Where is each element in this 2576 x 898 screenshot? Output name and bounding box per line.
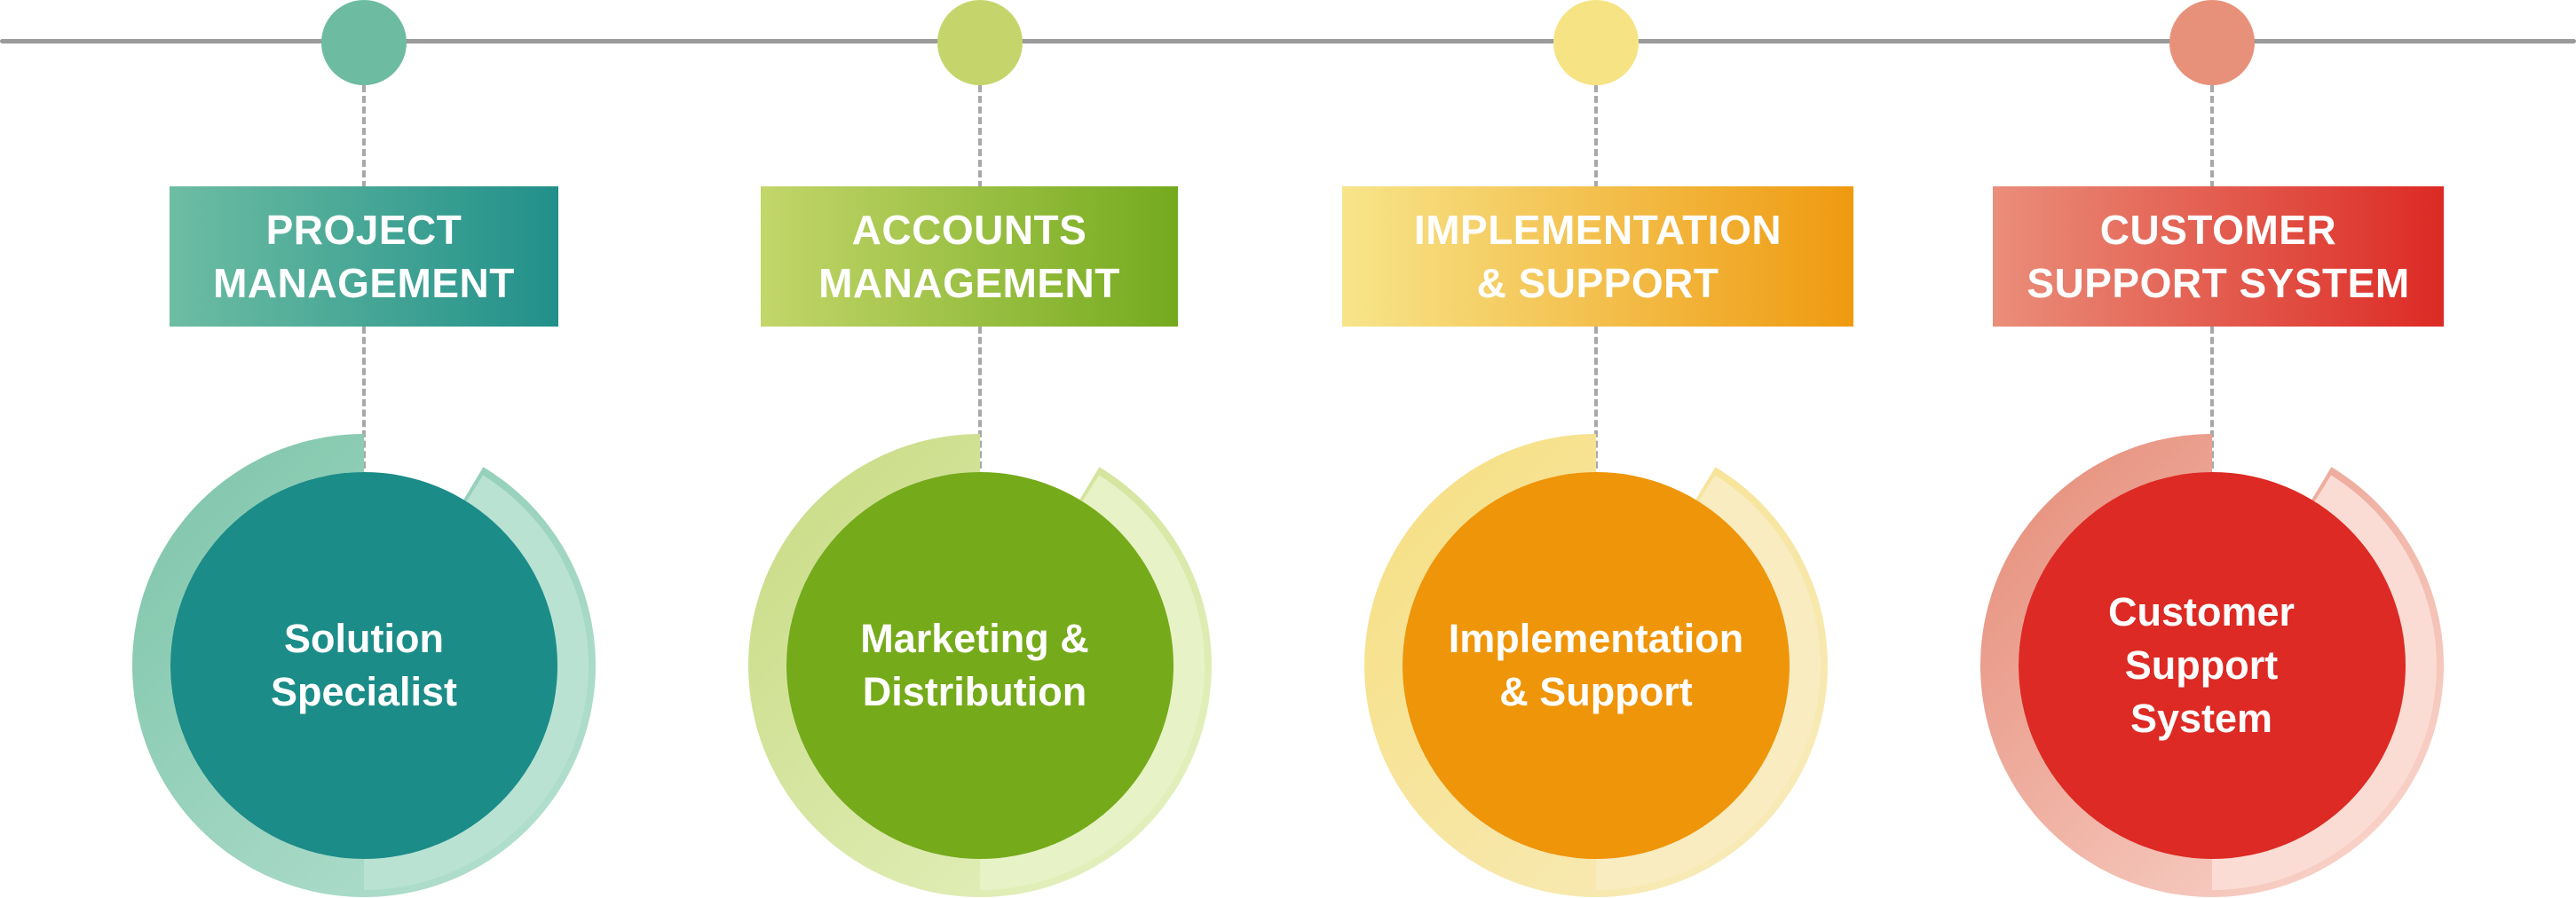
connector-dashed-line	[978, 327, 982, 469]
outer-ring-segment	[1596, 475, 1821, 891]
stage-header-text: ACCOUNTS MANAGEMENT	[818, 207, 1120, 306]
stage-header-text: PROJECT MANAGEMENT	[213, 207, 515, 306]
circle-label: Customer Support System	[2107, 589, 2295, 741]
stage-header: IMPLEMENTATION & SUPPORT	[1342, 186, 1853, 327]
outer-ring-segment	[980, 475, 1205, 891]
inner-circle	[786, 472, 1173, 859]
inner-circle	[170, 472, 557, 859]
outer-ring-segment	[364, 475, 589, 891]
inner-circle	[2019, 472, 2406, 859]
connector-dashed-line	[2210, 327, 2214, 469]
circle-graphic	[132, 434, 596, 897]
timeline-node	[2169, 0, 2255, 85]
inner-circle	[1403, 472, 1790, 859]
stage-header: ACCOUNTS MANAGEMENT	[761, 186, 1178, 327]
timeline-node	[937, 0, 1023, 85]
circle-label: Solution Specialist	[270, 616, 458, 714]
stage-header: PROJECT MANAGEMENT	[170, 186, 558, 327]
stage-header-text: IMPLEMENTATION & SUPPORT	[1413, 207, 1782, 306]
connector-dashed-line	[2210, 85, 2214, 188]
outer-ring-segment	[2212, 475, 2437, 891]
connector-dashed-line	[978, 85, 982, 188]
timeline-node	[1553, 0, 1639, 85]
connector-dashed-line	[362, 327, 366, 469]
circle-graphic	[1364, 434, 1828, 897]
stage-header: CUSTOMER SUPPORT SYSTEM	[1993, 186, 2444, 327]
circle-graphic	[748, 434, 1212, 897]
stage-header-text: CUSTOMER SUPPORT SYSTEM	[2027, 207, 2410, 306]
circle-graphic	[1980, 434, 2444, 897]
connector-dashed-line	[1594, 85, 1598, 188]
connector-dashed-line	[362, 85, 366, 188]
circle-label: Marketing & Distribution	[860, 616, 1089, 714]
timeline-node	[321, 0, 407, 85]
timeline-line	[0, 39, 2576, 43]
circle-label: Implementation & Support	[1448, 616, 1744, 714]
connector-dashed-line	[1594, 327, 1598, 469]
